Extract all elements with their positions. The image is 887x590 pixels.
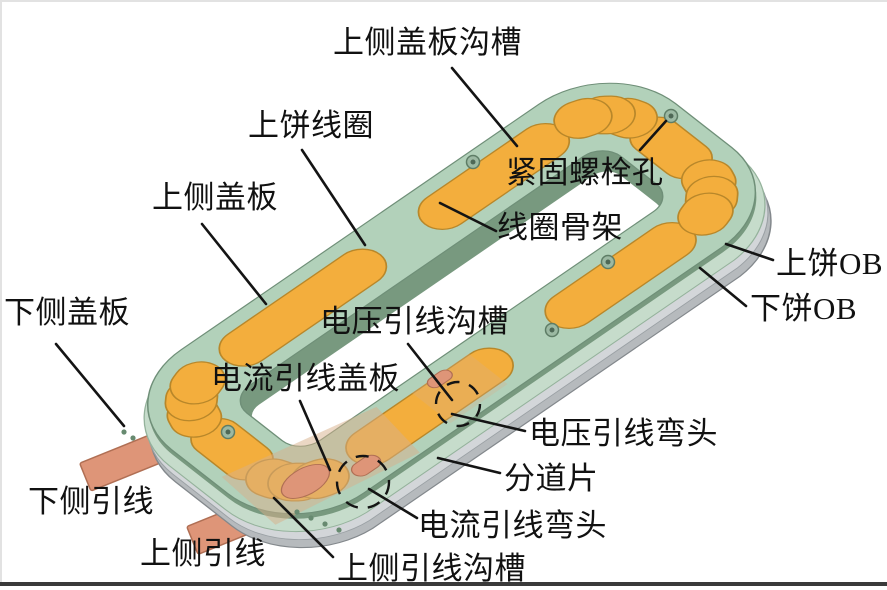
- leader-upper-coil: [300, 148, 367, 247]
- flange-dots: [121, 429, 342, 533]
- leader-top-cover-groove: [450, 66, 519, 148]
- label-upper-lead-groove: 上侧引线沟槽: [337, 551, 526, 586]
- coil-corner-segment: [677, 192, 734, 236]
- lead-pad: [280, 464, 331, 499]
- leader-current-cover: [298, 399, 332, 472]
- coil-segments: [164, 95, 739, 502]
- leader-divider: [436, 456, 502, 475]
- upper-cover-plate-face: [146, 82, 757, 515]
- label-current-cover: 电流引线盖板: [211, 361, 400, 396]
- label-upper-lead: 上侧引线: [140, 536, 266, 571]
- label-lower-ob: 下饼OB: [750, 291, 858, 326]
- leader-bolt-hole: [638, 119, 668, 152]
- bolt-bosses: [220, 108, 679, 440]
- coil-segment: [218, 248, 388, 367]
- label-coil-former: 线圈骨架: [497, 210, 623, 245]
- label-bolt-hole: 紧固螺栓孔: [506, 155, 664, 190]
- border-top: [0, 0, 887, 2]
- leader-lower-ob: [698, 266, 748, 308]
- leader-upper-lead-groove: [272, 496, 335, 559]
- coil-corner-segment: [169, 361, 226, 405]
- leader-voltage-groove: [406, 342, 454, 402]
- fastening-bolt-boss: [663, 108, 679, 124]
- leader-coil-former: [438, 201, 498, 233]
- leader-lower-cover: [54, 342, 126, 428]
- leader-upper-cover: [200, 222, 268, 306]
- leader-lines: [54, 66, 775, 559]
- label-current-elbow: 电流引线弯头: [418, 508, 607, 543]
- label-voltage-groove: 电压引线沟槽: [320, 304, 509, 339]
- label-upper-ob: 上饼OB: [776, 246, 884, 281]
- fastening-bolt-boss: [600, 254, 616, 270]
- label-voltage-elbow: 电压引线弯头: [529, 416, 718, 451]
- current-lead-elbow-pad: [350, 454, 382, 477]
- inner-opening: [251, 171, 662, 458]
- leader-voltage-elbow: [450, 412, 527, 433]
- voltage-lead-cover-overlay: [411, 353, 508, 424]
- current-elbow-highlight-circle: [335, 454, 391, 510]
- fastening-bolt-boss: [465, 154, 481, 170]
- body-stack: [143, 82, 772, 549]
- voltage-lead-elbow-pad: [426, 369, 453, 389]
- border-bottom: [0, 582, 887, 586]
- label-upper-cover: 上侧盖板: [152, 180, 278, 215]
- label-upper-coil: 上饼线圈: [248, 108, 374, 143]
- label-lower-lead: 下侧引线: [28, 484, 154, 519]
- border-left: [0, 0, 2, 582]
- lead-cover-region: [221, 353, 508, 525]
- coil-corner-segment: [553, 97, 613, 139]
- leader-current-elbow: [367, 487, 419, 520]
- voltage-elbow-highlight-circle: [434, 380, 482, 428]
- fastening-bolt-boss: [544, 322, 560, 338]
- label-lower-cover: 下侧盖板: [4, 295, 130, 330]
- label-top-cover-groove: 上侧盖板沟槽: [333, 25, 522, 60]
- label-divider: 分道片: [504, 461, 599, 496]
- fastening-bolt-boss: [220, 424, 236, 440]
- leader-upper-ob: [724, 242, 775, 262]
